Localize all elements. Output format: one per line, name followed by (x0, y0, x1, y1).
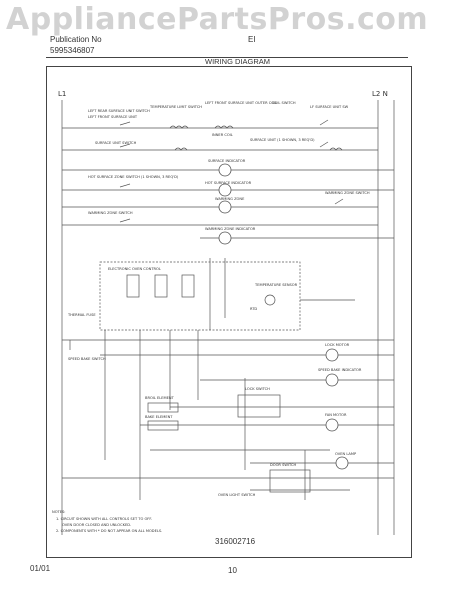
label-warming-zone: WARMING ZONE (215, 197, 245, 201)
label-thermal-fuse: THERMAL FUSE (67, 313, 96, 317)
label-inner-coil: INNER COIL (212, 133, 233, 137)
watermark: AppliancePartsPros.com (6, 2, 429, 37)
diagram-frame (46, 66, 412, 558)
diagram-number: 316002716 (215, 537, 256, 546)
note-2: 2. COMPONENTS WITH * DO NOT APPEAR ON AL… (56, 529, 162, 533)
footer-page: 10 (228, 566, 237, 575)
label-warming-zone-switch-left: WARMING ZONE SWITCH (88, 211, 133, 215)
label-warming-zone-switch-right: WARMING ZONE SWITCH (325, 191, 370, 195)
label-electronic-oven-control: ELECTRONIC OVEN CONTROL (108, 267, 161, 271)
label-left-front-surface: LEFT FRONT SURFACE UNIT (88, 115, 138, 119)
diagram-title: WIRING DIAGRAM (205, 57, 270, 66)
header-rule (46, 57, 408, 58)
label-temp-limit-switch: TEMPERATURE LIMIT SWITCH (149, 105, 202, 109)
label-rtd: RTD (250, 307, 257, 311)
notes-heading: NOTES: (52, 510, 65, 514)
label-oven-lamp: OVEN LAMP (335, 452, 357, 456)
label-coil-switch: COIL SWITCH (272, 101, 296, 105)
label-warming-zone-indicator: WARMING ZONE INDICATOR (205, 227, 256, 231)
label-hot-surface-indicator: HOT SURFACE INDICATOR (205, 181, 252, 185)
label-surface-unit: SURFACE UNIT (1 SHOWN, 3 REQ'D) (250, 138, 315, 142)
label-bake-element: BAKE ELEMENT (145, 415, 173, 419)
label-surface-indicator: SURFACE INDICATOR (208, 159, 246, 163)
label-lock-switch: LOCK SWITCH (245, 387, 270, 391)
footer-date: 01/01 (30, 564, 51, 573)
label-broil-element: BROIL ELEMENT (145, 396, 175, 400)
label-left-front-outer: LEFT FRONT SURFACE UNIT OUTER COIL (205, 101, 277, 105)
label-fan-motor: FAN MOTOR (325, 413, 347, 417)
label-temp-sensor: TEMPERATURE SENSOR (254, 283, 298, 287)
publication-label: Publication No (50, 35, 102, 44)
rail-l2-n: L2 N (372, 90, 388, 98)
part-number: 5995346807 (50, 46, 95, 55)
label-speed-bake-switch: SPEED BAKE SWITCH (68, 357, 106, 361)
label-lock-motor: LOCK MOTOR (325, 343, 350, 347)
label-surface-unit-switch: SURFACE UNIT SWITCH (95, 141, 137, 145)
note-1: 1. CIRCUIT SHOWN WITH ALL CONTROLS SET T… (56, 517, 152, 521)
note-1b: OVEN DOOR CLOSED AND UNLOCKED. (62, 523, 131, 527)
label-lf-surface-unit: LF SURFACE UNIT SW (310, 105, 349, 109)
label-speed-bake-indicator: SPEED BAKE INDICATOR (318, 368, 362, 372)
rail-l1: L1 (58, 90, 66, 98)
label-hot-surface-switch: HOT SURFACE ZONE SWITCH (1 SHOWN, 3 REQ'… (88, 175, 179, 179)
label-door-switch: DOOR SWITCH (270, 463, 296, 467)
label-left-rear-surface: LEFT REAR SURFACE UNIT SWITCH (88, 109, 150, 113)
model-fragment: EI (248, 35, 256, 44)
label-oven-light-switch: OVEN LIGHT SWITCH (218, 493, 256, 497)
